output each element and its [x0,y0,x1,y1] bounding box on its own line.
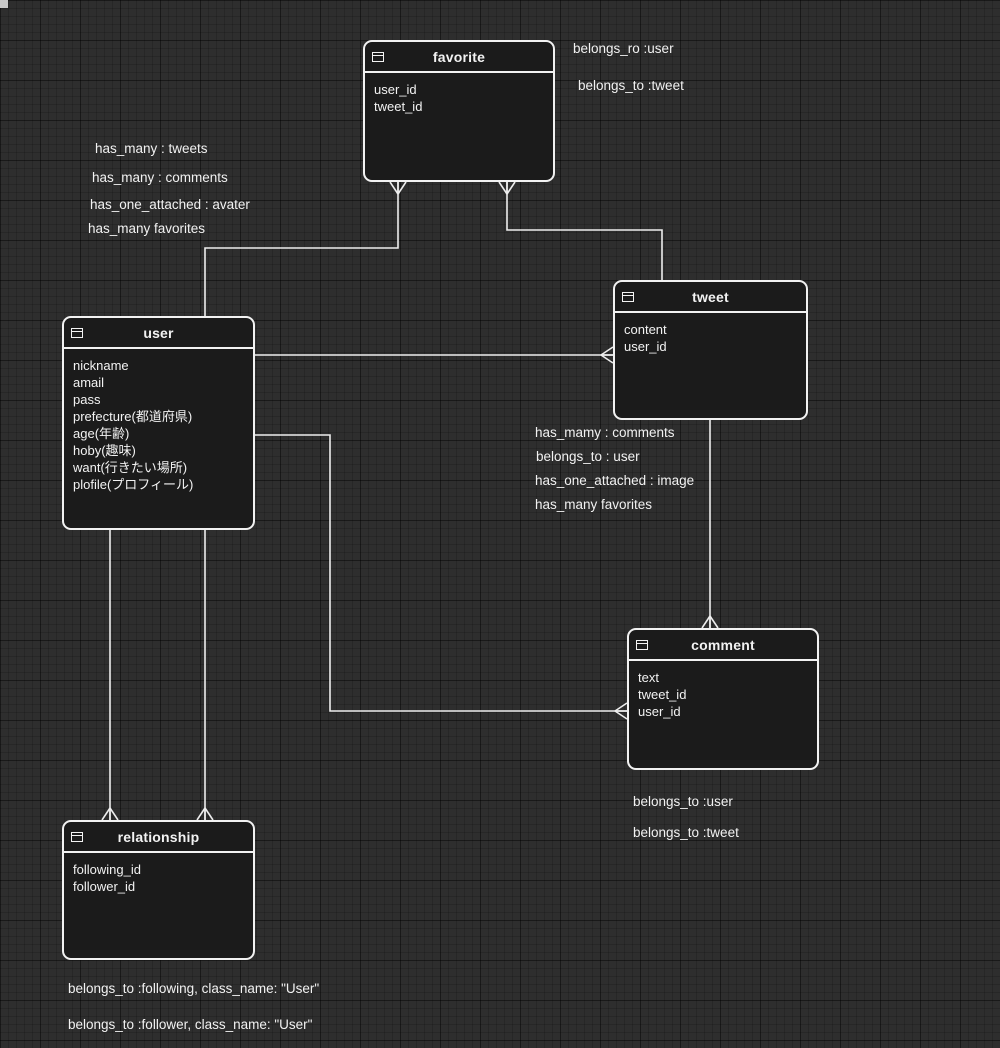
crowfoot-mark [204,807,214,821]
annotation-user-note-3[interactable]: has_one_attached : avater [90,197,250,212]
crowfoot-mark [600,346,614,356]
entity-field: text [638,670,659,685]
entity-header: relationship [64,822,253,853]
entity-field: hoby(趣味) [73,443,136,458]
entity-favorite[interactable]: favorite user_id tweet_id [363,40,555,182]
crowfoot-mark [614,710,628,720]
entity-title: tweet [692,288,729,305]
entity-field: content [624,322,667,337]
entity-header: user [64,318,253,349]
entity-title: comment [691,636,755,653]
crowfoot-mark [389,181,399,195]
crowfoot-mark [709,615,719,629]
entity-relationship[interactable]: relationship following_id follower_id [62,820,255,960]
entity-field: pass [73,392,101,407]
entity-field: follower_id [73,879,136,894]
entity-field: user_id [624,339,667,354]
crowfoot-mark [506,181,516,195]
entity-field: plofile(プロフィール) [73,477,194,492]
crowfoot-mark [109,807,119,821]
annotation-favorite-note-2[interactable]: belongs_to :tweet [578,78,684,93]
entity-header: favorite [365,42,553,73]
annotation-user-note-4[interactable]: has_many favorites [88,221,206,236]
entity-fields: content user_id [615,313,806,363]
table-icon [636,640,648,650]
annotation-tweet-note-1[interactable]: has_mamy : comments [535,425,675,440]
entity-header: tweet [615,282,806,313]
connector-user-comment[interactable] [255,434,627,712]
entity-fields: following_id follower_id [64,853,253,903]
connector-user-favorite[interactable] [204,182,399,316]
entity-field: following_id [73,862,141,877]
annotation-relationship-note-1[interactable]: belongs_to :following, class_name: "User… [68,981,320,996]
crowfoot-mark [397,181,407,195]
entity-fields: text tweet_id user_id [629,661,817,728]
annotation-user-note-1[interactable]: has_many : tweets [95,141,208,156]
entity-field: user_id [638,704,681,719]
connector-tweet-favorite[interactable] [506,182,663,280]
entity-title: favorite [432,48,486,65]
crowfoot-mark [701,615,711,629]
annotation-tweet-note-3[interactable]: has_one_attached : image [535,473,695,488]
annotation-user-note-2[interactable]: has_many : comments [92,170,228,185]
annotation-comment-note-1[interactable]: belongs_to :user [633,794,733,809]
crowfoot-mark [600,354,614,364]
entity-fields: user_id tweet_id [365,73,553,123]
annotation-comment-note-2[interactable]: belongs_to :tweet [633,825,739,840]
crowfoot-mark [614,702,628,712]
annotation-favorite-note-1[interactable]: belongs_ro :user [573,41,674,56]
entity-comment[interactable]: comment text tweet_id user_id [627,628,819,770]
canvas-corner-marker [0,0,8,8]
annotation-relationship-note-2[interactable]: belongs_to :follower, class_name: "User" [68,1017,313,1032]
entity-field: want(行きたい場所) [73,460,188,475]
entity-title: user [143,324,174,341]
annotation-tweet-note-2[interactable]: belongs_to : user [536,449,640,464]
entity-field: nickname [73,358,129,373]
crowfoot-mark [196,807,206,821]
crowfoot-mark [101,807,111,821]
entity-fields: nickname amail pass prefecture(都道府県) age(年齢)… [64,349,253,501]
table-icon [71,328,83,338]
table-icon [372,52,384,62]
annotation-tweet-note-4[interactable]: has_many favorites [535,497,653,512]
entity-field: user_id [374,82,417,97]
entity-field: tweet_id [638,687,687,702]
entity-field: tweet_id [374,99,423,114]
table-icon [71,832,83,842]
entity-header: comment [629,630,817,661]
entity-tweet[interactable]: tweet content user_id [613,280,808,420]
entity-field: age(年齢) [73,426,130,441]
entity-field: amail [73,375,105,390]
entity-title: relationship [117,828,200,845]
entity-user[interactable]: user nickname amail pass prefecture(都道府県) ag… [62,316,255,530]
entity-field: prefecture(都道府県) [73,409,193,424]
table-icon [622,292,634,302]
crowfoot-mark [498,181,508,195]
